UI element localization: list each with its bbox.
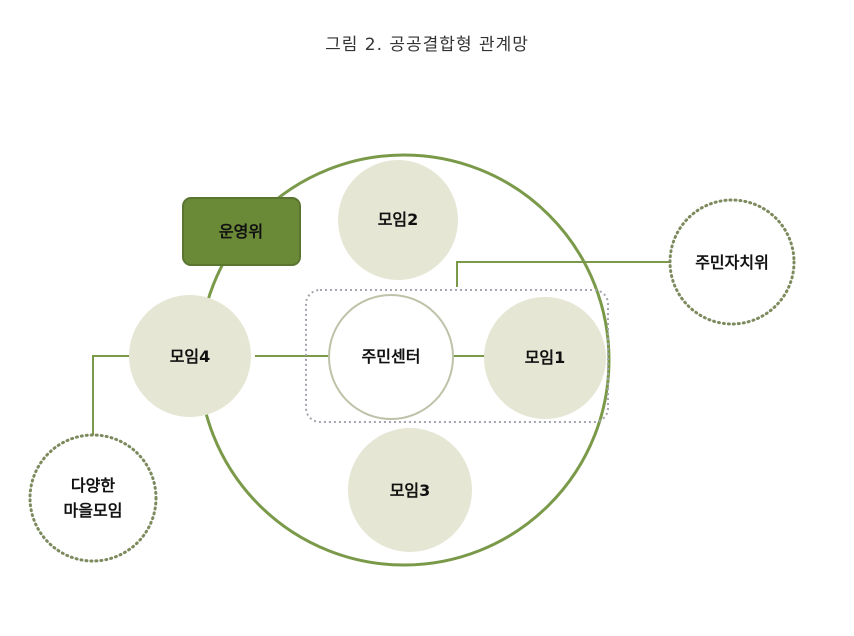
resident-committee-circle bbox=[668, 198, 796, 326]
various-groups-circle bbox=[28, 433, 158, 563]
group2-label: 모임2 bbox=[378, 210, 419, 229]
various-groups-label-line1: 다양한 bbox=[71, 476, 115, 495]
connector-various-groups bbox=[92, 355, 132, 435]
committee-box bbox=[182, 197, 301, 266]
group1-circle bbox=[484, 297, 606, 419]
resident-committee-label: 주민자치위 bbox=[695, 253, 769, 272]
various-groups-label-line2: 마을모임 bbox=[64, 501, 123, 520]
center-group-box bbox=[305, 289, 609, 423]
group4-circle bbox=[129, 295, 251, 417]
figure-caption: 그림 2. 공공결합형 관계망 bbox=[325, 35, 529, 55]
group3-label: 모임3 bbox=[390, 481, 431, 500]
committee-label: 운영위 bbox=[219, 222, 263, 241]
group1-label: 모임1 bbox=[525, 348, 566, 367]
group3-circle bbox=[348, 428, 472, 552]
group4-label: 모임4 bbox=[170, 347, 211, 366]
group2-circle bbox=[338, 160, 458, 280]
center-circle bbox=[328, 294, 454, 420]
connector-resident-committee bbox=[456, 261, 672, 287]
center-label: 주민센터 bbox=[362, 347, 421, 366]
